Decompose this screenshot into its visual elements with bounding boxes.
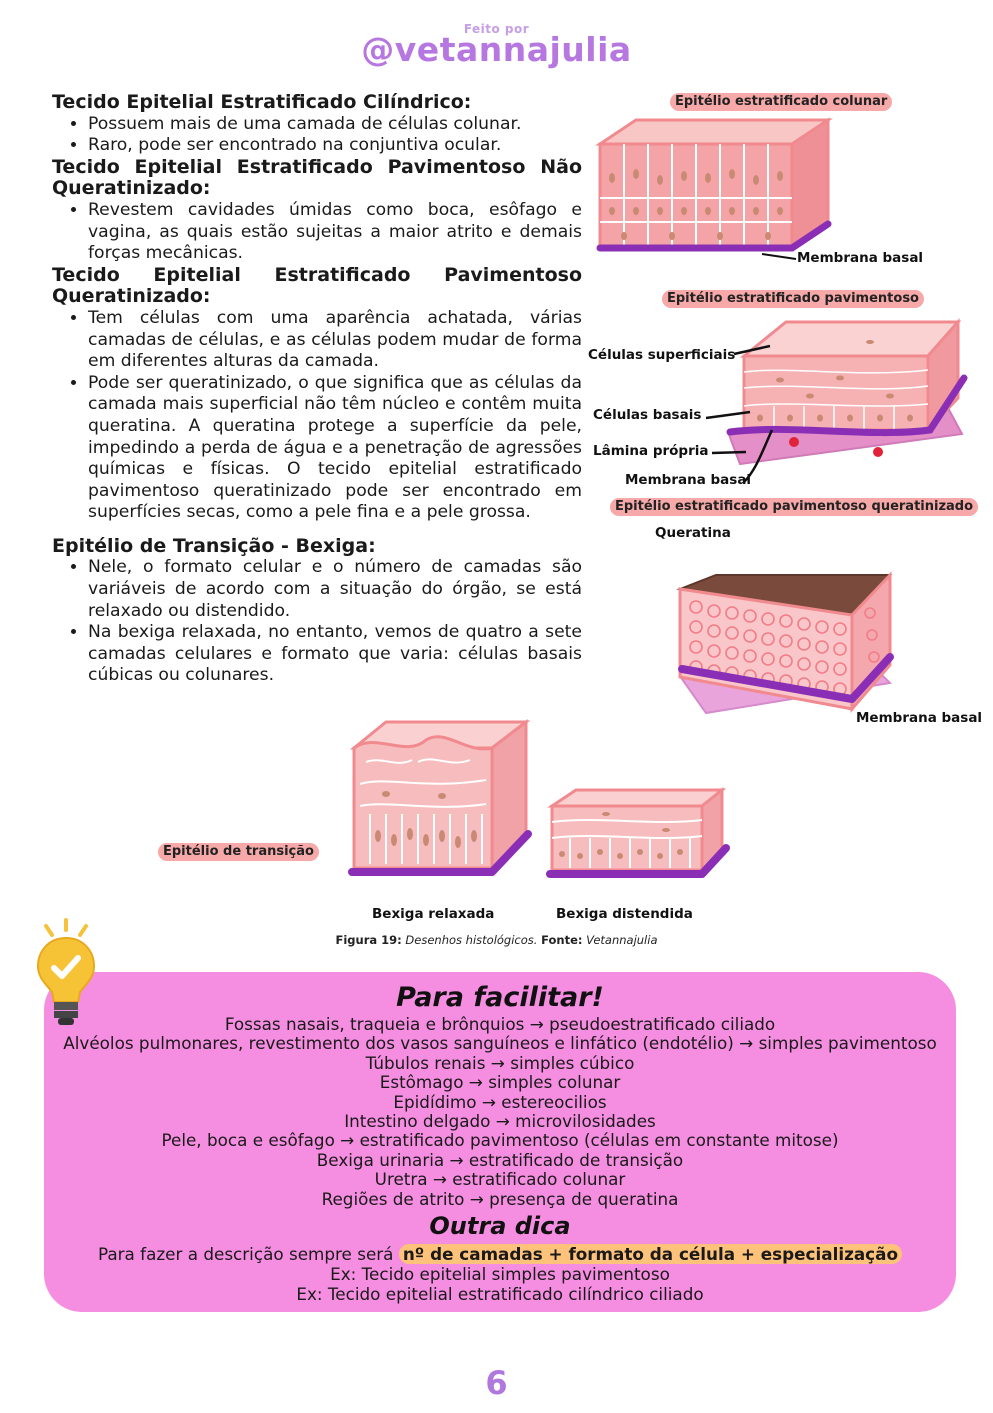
section-title-queratinizado: Tecido Epitelial Estratificado Pavimento… bbox=[52, 263, 582, 308]
list-item: Uretra → estratificado colunar bbox=[374, 1169, 626, 1190]
bullet-list-cilindrico: Possuem mais de uma camada de células co… bbox=[52, 114, 582, 157]
label-membrana-basal-pavimentoso: Membrana basal bbox=[625, 472, 752, 488]
list-item: Bexiga urinaria → estratificado de trans… bbox=[316, 1149, 684, 1170]
list-item: Fossas nasais, traqueia e brônquios → ps… bbox=[224, 1014, 776, 1034]
caption-label: Figura 19: bbox=[335, 933, 402, 947]
bullet-list-nao-queratinizado: Revestem cavidades úmidas como boca, esô… bbox=[52, 200, 582, 265]
section-title-cilindrico: Tecido Epitelial Estratificado Cilíndric… bbox=[52, 91, 472, 113]
label-bexiga-distendida: Bexiga distendida bbox=[556, 906, 693, 922]
tip2-description: Para fazer a descrição sempre será nº de… bbox=[44, 1244, 956, 1264]
label-membrana-basal-colunar: Membrana basal bbox=[797, 250, 924, 266]
figure-title-colunar: Epitélio estratificado colunar bbox=[670, 93, 893, 111]
caption-source: Vetannajulia bbox=[586, 933, 658, 947]
caption-text: Desenhos histológicos. bbox=[405, 933, 538, 947]
figure-title-transicao: Epitélio de transição bbox=[158, 843, 319, 861]
list-item: Pode ser queratinizado, o que significa … bbox=[88, 373, 582, 524]
page-number: 6 bbox=[485, 1364, 508, 1402]
text-column: Tecido Epitelial Estratificado Cilíndric… bbox=[52, 91, 582, 687]
section-title-transicao: Epitélio de Transição - Bexiga: bbox=[52, 534, 376, 557]
list-item: Nele, o formato celular e o número de ca… bbox=[88, 557, 582, 622]
label-queratina: Queratina bbox=[655, 525, 731, 541]
relaxed-bladder-drawing bbox=[348, 718, 532, 876]
tip2-title: Outra dica bbox=[429, 1212, 571, 1240]
label-bexiga-relaxada: Bexiga relaxada bbox=[372, 906, 495, 922]
caption-source-label: Fonte: bbox=[541, 933, 583, 947]
list-item: Regiões de atrito → presença de queratin… bbox=[321, 1188, 679, 1209]
label-celulas-superficiais: Células superficiais bbox=[588, 347, 736, 363]
distended-bladder-drawing bbox=[546, 786, 730, 878]
figure-title-pavimentoso: Epitélio estratificado pavimentoso bbox=[662, 290, 924, 308]
tip2-example: Ex: Tecido epitelial estratificado cilín… bbox=[296, 1284, 704, 1304]
made-by-label: Feito por bbox=[463, 22, 530, 36]
columnar-epithelium-drawing bbox=[595, 117, 833, 260]
lightbulb-icon bbox=[36, 918, 96, 1025]
tip-title: Para facilitar! bbox=[396, 982, 604, 1013]
label-lamina-propria: Lâmina própria bbox=[593, 443, 709, 459]
bullet-list-transicao: Nele, o formato celular e o número de ca… bbox=[52, 557, 582, 687]
tip2-prefix: Para fazer a descrição sempre será bbox=[98, 1244, 394, 1264]
list-item: Tem células com uma aparência achatada, … bbox=[88, 308, 582, 373]
figure-title-queratinizado: Epitélio estratificado pavimentoso quera… bbox=[610, 498, 979, 516]
figure-caption: Figura 19: Desenhos histológicos. Fonte:… bbox=[0, 933, 993, 947]
tip2-example: Ex: Tecido epitelial simples pavimentoso bbox=[330, 1264, 670, 1284]
bullet-list-queratinizado: Tem células com uma aparência achatada, … bbox=[52, 308, 582, 524]
list-item: Intestino delgado → microvilosidades bbox=[344, 1111, 656, 1132]
label-celulas-basais: Células basais bbox=[593, 407, 702, 423]
list-item: Possuem mais de uma camada de células co… bbox=[88, 114, 582, 136]
list-item: Túbulos renais → simples cúbico bbox=[365, 1052, 635, 1073]
tip2-highlight: nº de camadas + formato da célula + espe… bbox=[398, 1244, 902, 1264]
list-item: Estômago → simples colunar bbox=[379, 1072, 621, 1093]
keratinized-epithelium-drawing bbox=[676, 571, 894, 715]
list-item: Alvéolos pulmonares, revestimento dos va… bbox=[63, 1033, 937, 1054]
list-item: Revestem cavidades úmidas como boca, esô… bbox=[88, 200, 582, 265]
tip2-content: Para fazer a descrição sempre será nº de… bbox=[44, 1244, 956, 1304]
tip-list: Fossas nasais, traqueia e brônquios → ps… bbox=[44, 1014, 956, 1209]
author-handle: @vetannajulia bbox=[361, 30, 632, 69]
label-membrana-basal-queratinizado: Membrana basal bbox=[856, 710, 983, 726]
list-item: Na bexiga relaxada, no entanto, vemos de… bbox=[88, 622, 582, 687]
section-title-nao-queratinizado: Tecido Epitelial Estratificado Pavimento… bbox=[52, 155, 582, 200]
list-item: Epidídimo → estereocilios bbox=[393, 1091, 607, 1112]
list-item: Raro, pode ser encontrado na conjuntiva … bbox=[88, 135, 582, 157]
squamous-epithelium-drawing bbox=[705, 318, 968, 483]
list-item: Pele, boca e esôfago → estratificado pav… bbox=[161, 1130, 839, 1151]
